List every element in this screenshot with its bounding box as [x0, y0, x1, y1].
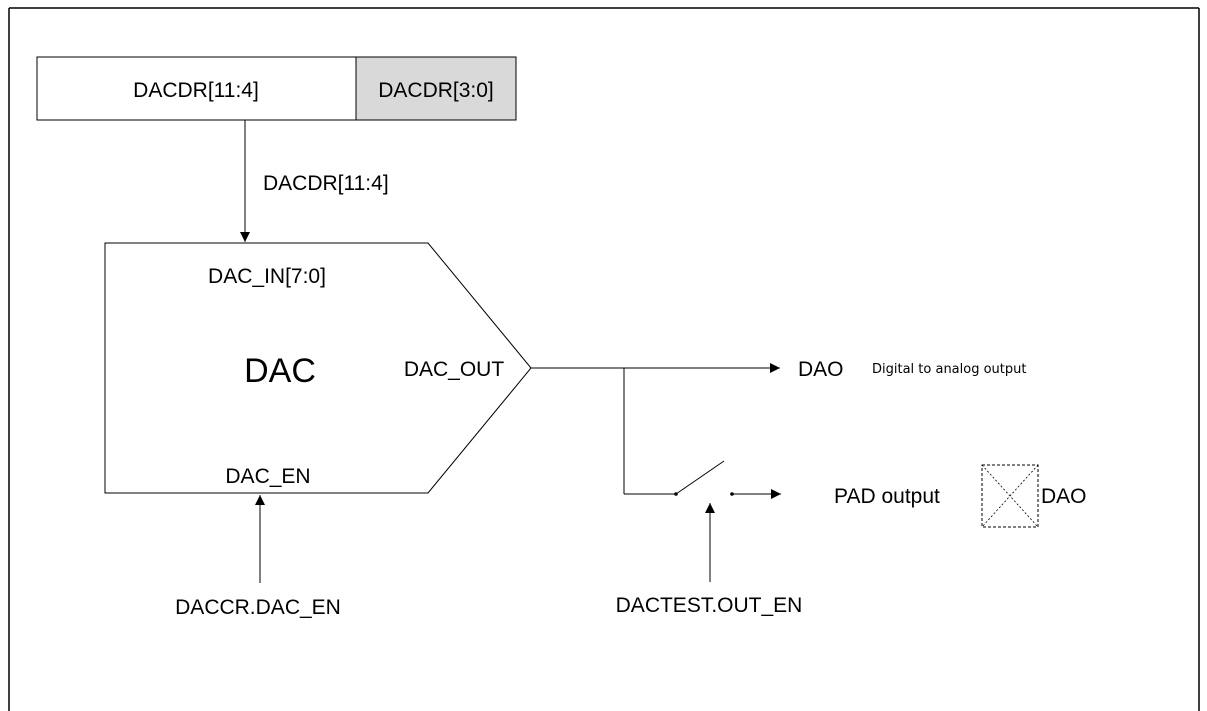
register-low-field	[355, 56, 517, 121]
dac-enable-port-label: DAC_EN	[225, 465, 310, 488]
register-high-field-label: DACDR[11:4]	[133, 79, 259, 102]
register-high-field	[36, 56, 357, 121]
pad-symbol	[981, 464, 1039, 528]
pad-output-label: PAD output	[834, 485, 940, 508]
switch-control-label: DACTEST.OUT_EN	[616, 594, 803, 617]
register-low-field-label: DACDR[3:0]	[378, 79, 494, 102]
output-name: DAO	[798, 358, 844, 381]
figure-frame	[8, 7, 1200, 711]
dac-block: DAC_IN[7:0] DAC DAC_OUT DAC_EN	[104, 242, 532, 494]
dac-output-port-label: DAC_OUT	[404, 358, 505, 381]
enable-signal-label: DACCR.DAC_EN	[175, 596, 341, 619]
dac-block-outline	[104, 242, 532, 494]
dac-block-name: DAC	[244, 352, 316, 390]
output-description: Digital to analog output	[872, 362, 1026, 377]
switch-blade	[675, 460, 725, 495]
dacdr-register: DACDR[11:4] DACDR[3:0]	[36, 56, 517, 121]
pad-pin-label: DAO	[1041, 485, 1087, 508]
pad-branch	[623, 368, 781, 499]
bus-label: DACDR[11:4]	[263, 172, 389, 195]
dac-input-port-label: DAC_IN[7:0]	[208, 265, 326, 288]
